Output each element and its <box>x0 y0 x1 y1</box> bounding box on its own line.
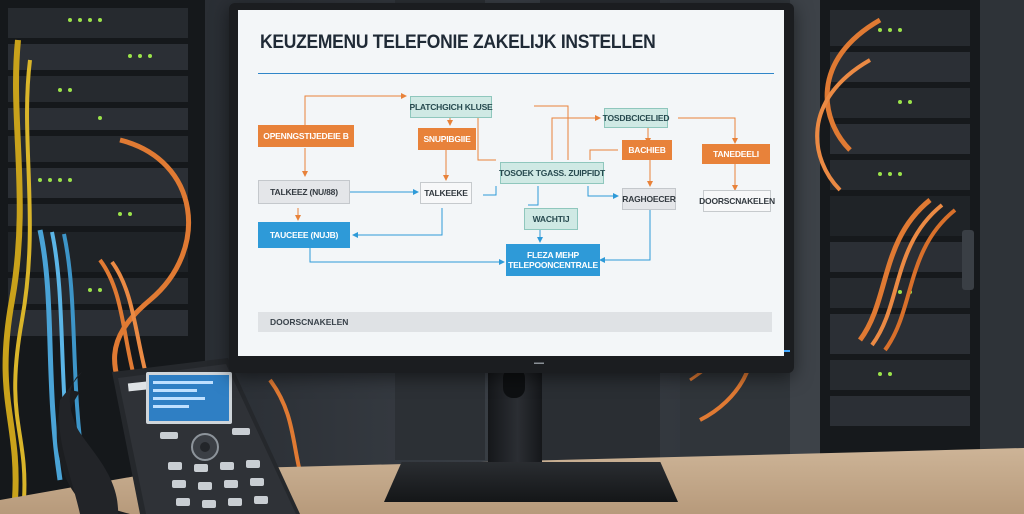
left-server-rack <box>0 0 205 501</box>
phone-display-line <box>153 397 205 400</box>
phone-display <box>146 372 232 424</box>
phone-display-line <box>153 405 189 408</box>
flow-node-bachieb: BACHIEB <box>622 140 672 160</box>
flow-node-wachtij: WACHTIJ <box>524 208 578 230</box>
monitor-stand-base <box>384 462 678 502</box>
flow-node-talkeez: TALKEEZ (NU/88) <box>258 180 350 204</box>
phone-display-line <box>153 381 213 384</box>
flow-node-telefooncentrale-line1: FLEZA MEHP <box>527 250 579 260</box>
flow-node-talkeeke: TALKEEKE <box>420 182 472 204</box>
flow-node-doorscnakelen: DOORSCNAKELEN <box>699 190 775 212</box>
page-title: KEUZEMENU TELEFONIE ZAKELIJK INSTELLEN <box>260 32 656 53</box>
flow-node-telefooncentrale: FLEZA MEHP TELEPOONCENTRALE <box>506 244 600 276</box>
flow-node-tosdbcicelied: TOSDBCICELIED <box>603 108 670 128</box>
title-divider <box>258 73 774 74</box>
flow-node-snupibgiie: SNUPIBGIIE <box>418 128 476 150</box>
flow-node-tanedeeli: TANEDEELI <box>702 144 770 164</box>
flow-node-platchgich-kluse: PLATCHGICH KLUSE <box>409 96 493 118</box>
flowchart-connectors <box>295 93 738 265</box>
flow-node-telefooncentrale-line2: TELEPOONCENTRALE <box>508 260 598 270</box>
footer-bar: DOORSCNAKELEN <box>258 312 772 332</box>
flow-node-raghoecer: RAGHOECER <box>622 188 676 210</box>
monitor-power-led <box>784 350 790 352</box>
flow-node-tosoek-tgass: TOSOEK TGASS. ZUIPFIDT <box>499 162 605 184</box>
monitor-brand-mark: ▬▬ <box>534 360 544 366</box>
right-server-rack <box>815 0 1024 480</box>
flow-node-taucee: TAUCEEE (NUJB) <box>258 222 350 248</box>
phone-display-line <box>153 389 197 392</box>
flow-node-openngstijedeie: OPENNGSTIJEDEIE B <box>258 125 354 147</box>
monitor-stand-cable-hole <box>503 368 525 398</box>
monitor-screen: KEUZEMENU TELEFONIE ZAKELIJK INSTELLEN <box>238 10 784 356</box>
